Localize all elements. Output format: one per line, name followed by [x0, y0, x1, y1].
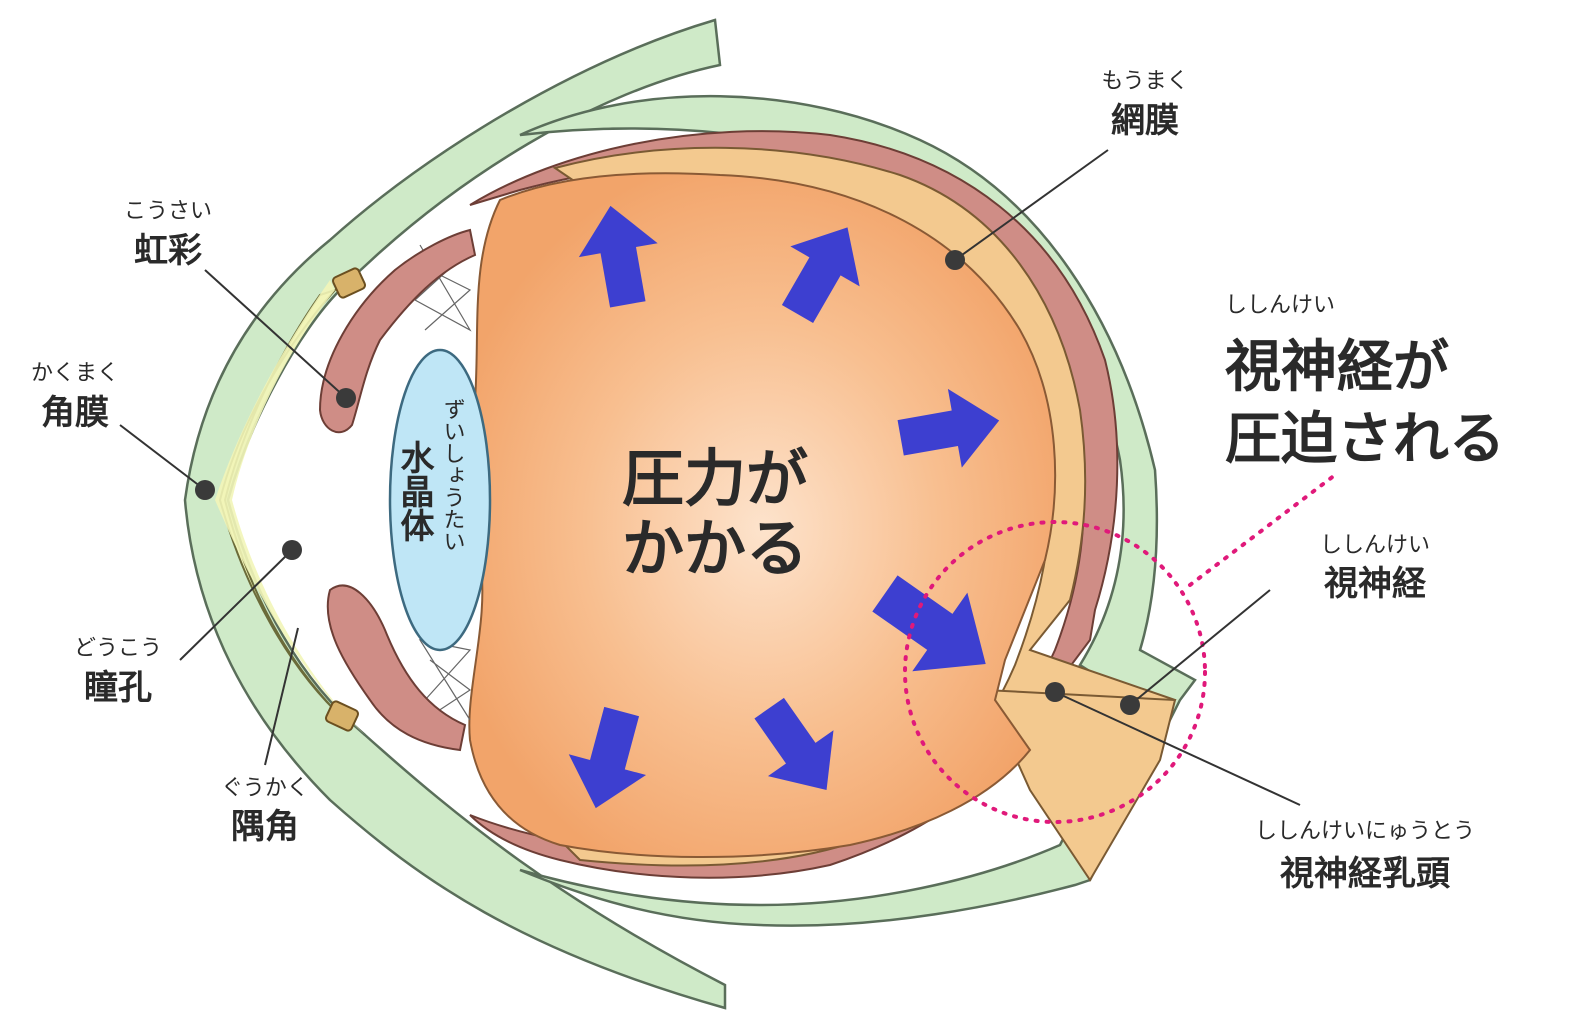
- arrow-up-left: [578, 205, 658, 308]
- cornea-label: 角膜: [41, 393, 109, 433]
- callout-line2: 圧迫される: [1225, 407, 1505, 472]
- iris-ruby: こうさい: [124, 199, 212, 224]
- lens-ruby: ずいしょうたい: [440, 398, 465, 552]
- optic-nerve-label: 視神経: [1324, 564, 1427, 604]
- callout-line1: 視神経が: [1225, 335, 1449, 400]
- arrow-right: [897, 388, 1000, 468]
- arrow-down-right-big: [872, 575, 986, 672]
- schlemm-canal-upper: [331, 267, 367, 299]
- arrow-down-left: [568, 706, 647, 809]
- arrow-up-right: [781, 227, 860, 323]
- iris-dot: [336, 388, 356, 408]
- optic-nerve-dot: [1120, 695, 1140, 715]
- retina-label: 網膜: [1111, 101, 1179, 141]
- callout-ruby: ししんけい: [1225, 293, 1335, 318]
- center-text-line1: 圧力が: [622, 442, 808, 515]
- callout-dotted-connector: [1188, 473, 1337, 587]
- pointer-dots: [195, 250, 1140, 715]
- cornea-band: [215, 280, 365, 735]
- retina-ruby: もうまく: [1101, 69, 1188, 94]
- optic-disc-label: 視神経乳頭: [1280, 854, 1451, 894]
- retina-dot: [945, 250, 965, 270]
- optic-disc-highlight-circle: [903, 520, 1207, 824]
- iris-upper: [318, 228, 477, 434]
- pupil-dot: [282, 540, 302, 560]
- cornea-ruby: かくまく: [31, 361, 119, 386]
- pupil-ruby: どうこう: [74, 636, 162, 661]
- pressure-arrows: [568, 205, 1000, 809]
- angle-ruby: ぐうかく: [221, 776, 309, 801]
- schlemm-canal-lower: [324, 700, 360, 732]
- pupil-label: 瞳孔: [84, 668, 152, 708]
- lens-label: 水晶体: [394, 440, 434, 542]
- iris-lower: [326, 584, 467, 752]
- angle-label: 隅角: [231, 807, 299, 847]
- pointer-lines: [119, 149, 1301, 806]
- optic-nerve-ruby: ししんけい: [1320, 533, 1430, 558]
- arrow-down-right: [754, 697, 834, 791]
- lens: [388, 348, 492, 652]
- cornea-dot: [195, 480, 215, 500]
- center-text-line2: かかる: [622, 512, 808, 585]
- sclera: [183, 18, 727, 1010]
- iris-label: 虹彩: [134, 231, 202, 271]
- optic-disc-ruby: ししんけいにゅうとう: [1255, 819, 1475, 844]
- optic-nerve-bundle: [983, 688, 1177, 882]
- optic-disc-dot: [1045, 682, 1065, 702]
